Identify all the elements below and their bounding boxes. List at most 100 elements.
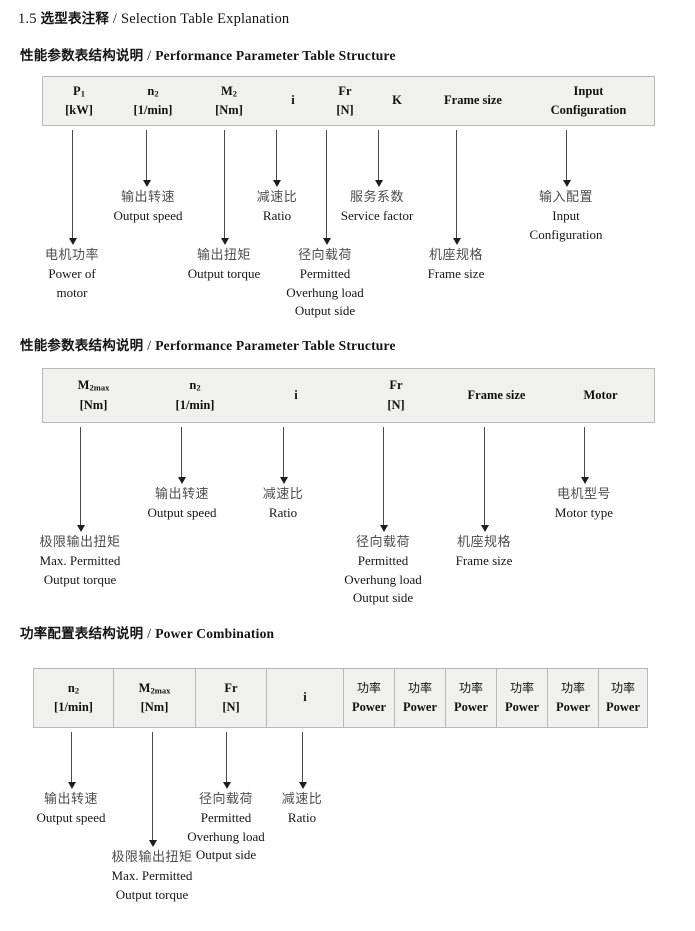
section-number: 1.5 — [18, 11, 37, 27]
table1-col-fr-unit: [N] — [336, 103, 354, 117]
section-1-heading-en: Performance Parameter Table Structure — [155, 48, 396, 63]
annotation-output-torque: 输出扭矩 Output torque — [188, 247, 261, 284]
annotation-output-speed-cn: 输出转速 — [120, 190, 175, 205]
table3-power-2-cn: 功率 — [407, 681, 432, 696]
table3-col-fr-unit: [N] — [222, 700, 240, 714]
table3-power-1-en: Power — [351, 699, 386, 714]
table2-col-fr-symbol: Fr — [389, 378, 403, 393]
table1-col-frame-size: Frame size — [423, 77, 523, 125]
annotation-input-configuration-en-2: Configuration — [529, 226, 603, 242]
table1-col-m2-unit: [Nm] — [215, 103, 243, 117]
annotation-service-factor-en: Service factor — [340, 208, 414, 224]
table3-col-n2: n2 [1/min] — [34, 669, 113, 727]
arrow-output-torque — [220, 130, 229, 245]
table1-col-n2-symbol: n — [147, 83, 155, 98]
annotation-frame-size-2: 机座规格 Frame size — [456, 534, 513, 571]
annotation-max-torque-cn: 极限输出扭矩 — [39, 535, 121, 550]
annotation-max-torque-3-en-2: Output torque — [115, 886, 189, 902]
table1-col-k: K — [371, 77, 423, 125]
arrow-ratio-3 — [298, 732, 307, 789]
section-1-heading: 性能参数表结构说明 / Performance Parameter Table … — [20, 44, 396, 65]
annotation-output-speed-2: 输出转速 Output speed — [148, 486, 217, 523]
annotation-overhung-load-3-en-1: Permitted — [200, 810, 252, 826]
annotation-overhung-load-en-2: Overhung load — [286, 284, 364, 300]
table2-col-frame-size-label: Frame size — [467, 387, 526, 402]
table3-col-m2max-unit: [Nm] — [140, 700, 169, 714]
table2-col-n2-symbol: n — [189, 378, 197, 393]
annotation-output-speed-2-en: Output speed — [147, 505, 217, 521]
table3-col-power-2: 功率 Power — [394, 669, 445, 727]
table1-col-p1: P1 [kW] — [43, 77, 115, 125]
annotation-overhung-load-2: 径向载荷 Permitted Overhung load Output side — [344, 534, 422, 608]
annotation-power-of-motor: 电机功率 Power of motor — [45, 247, 99, 302]
arrow-input-configuration — [562, 130, 571, 187]
annotation-overhung-load-2-en-2: Overhung load — [344, 571, 422, 587]
section-1-heading-cn: 性能参数表结构说明 — [20, 48, 144, 64]
table3-power-2-en: Power — [402, 699, 437, 714]
annotation-output-torque-en: Output torque — [187, 266, 261, 282]
arrow-output-speed — [142, 130, 151, 187]
annotation-ratio-2: 减速比 Ratio — [263, 486, 304, 523]
annotation-ratio-3: 减速比 Ratio — [282, 791, 323, 828]
annotation-ratio: 减速比 Ratio — [257, 189, 298, 226]
table3-col-m2max-subscript: 2max — [150, 685, 171, 696]
annotation-overhung-load-3-cn: 径向载荷 — [198, 792, 253, 807]
annotation-ratio-3-cn: 减速比 — [281, 792, 323, 807]
arrow-max-permitted-output-torque-3 — [148, 732, 157, 847]
section-3-heading-en: Power Combination — [155, 626, 275, 641]
arrow-motor-type — [580, 427, 589, 484]
section-title-en: Selection Table Explanation — [120, 11, 290, 27]
annotation-max-torque-en-2: Output torque — [43, 571, 117, 587]
annotation-ratio-3-en: Ratio — [287, 810, 317, 826]
annotation-frame-size: 机座规格 Frame size — [428, 247, 485, 284]
annotation-output-speed: 输出转速 Output speed — [114, 189, 183, 226]
annotation-max-permitted-output-torque-3: 极限输出扭矩 Max. Permitted Output torque — [111, 849, 192, 904]
table3-power-6-en: Power — [605, 699, 640, 714]
table1-col-k-symbol: K — [392, 93, 402, 108]
table1-col-n2: n2 [1/min] — [115, 77, 191, 125]
table3-col-power-4: 功率 Power — [496, 669, 547, 727]
table1-col-input-label: Input — [573, 83, 604, 98]
annotation-service-factor: 服务系数 Service factor — [341, 189, 414, 226]
annotation-service-factor-cn: 服务系数 — [349, 190, 405, 205]
annotation-output-speed-3-en: Output speed — [36, 810, 106, 826]
section-3-heading-sep: / — [147, 626, 152, 642]
annotation-output-speed-en: Output speed — [113, 208, 183, 224]
table1-col-p1-unit: [kW] — [65, 103, 93, 117]
table2-col-fr-unit: [N] — [387, 397, 405, 412]
annotation-overhung-load-2-en-3: Output side — [352, 590, 414, 606]
table3-power-3-en: Power — [453, 699, 488, 714]
table1-col-p1-subscript: 1 — [80, 88, 85, 99]
section-2-heading: 性能参数表结构说明 / Performance Parameter Table … — [20, 334, 396, 355]
table3-power-5-cn: 功率 — [560, 681, 585, 696]
table2-col-frame-size: Frame size — [446, 369, 547, 422]
table3-col-i: i — [266, 669, 343, 727]
arrow-ratio-2 — [279, 427, 288, 484]
annotation-overhung-load: 径向载荷 Permitted Overhung load Output side — [286, 247, 364, 321]
annotation-output-speed-2-cn: 输出转速 — [154, 487, 209, 502]
section-2-heading-cn: 性能参数表结构说明 — [20, 338, 144, 354]
table3-col-power-6: 功率 Power — [598, 669, 647, 727]
table2-col-i-symbol: i — [294, 387, 298, 402]
table1-col-n2-unit: [1/min] — [133, 103, 173, 117]
annotation-overhung-load-2-cn: 径向载荷 — [355, 535, 410, 550]
annotation-frame-size-2-cn: 机座规格 — [456, 535, 512, 550]
table3-power-3-cn: 功率 — [458, 681, 483, 696]
section-3-heading: 功率配置表结构说明 / Power Combination — [20, 622, 274, 643]
table3-col-n2-symbol: n — [67, 680, 75, 695]
section-2-heading-sep: / — [147, 338, 152, 354]
table3-col-power-3: 功率 Power — [445, 669, 496, 727]
annotation-power-of-motor-en-1: Power of — [48, 266, 96, 282]
performance-parameter-table-1: P1 [kW] n2 [1/min] M2 [Nm] i Fr [N] K Fr… — [42, 76, 655, 126]
table1-col-m2: M2 [Nm] — [191, 77, 267, 125]
annotation-output-speed-3-cn: 输出转速 — [43, 792, 98, 807]
table1-col-p1-symbol: P — [73, 83, 81, 98]
arrow-max-permitted-output-torque — [76, 427, 85, 532]
table3-col-power-1: 功率 Power — [343, 669, 394, 727]
performance-parameter-table-2: M2max [Nm] n2 [1/min] i Fr [N] Frame siz… — [42, 368, 655, 423]
table3-power-4-cn: 功率 — [509, 681, 534, 696]
table1-col-m2-symbol: M — [220, 83, 233, 98]
arrow-frame-size — [452, 130, 461, 245]
annotation-overhung-load-2-en-1: Permitted — [357, 553, 409, 569]
